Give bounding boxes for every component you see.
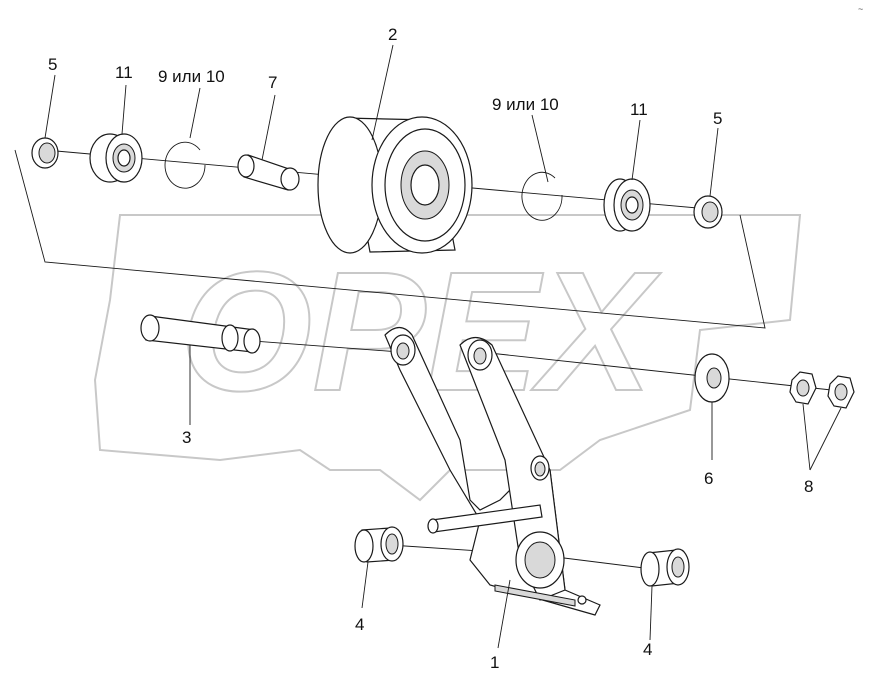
lower-axis-line [479,351,851,393]
corner-mark: ~ [858,4,863,14]
part-5-left-seal [31,137,59,169]
part-11-right-bearing [603,178,651,232]
callout-6: 6 [704,469,713,488]
part-8-nuts [789,371,855,409]
callout-8: 8 [804,477,813,496]
callout-11-right: 11 [630,100,648,119]
part-9-10-left-snap-ring [164,141,206,189]
pin-axis-line [239,339,401,353]
callout-3: 3 [182,428,191,447]
part-11-left-bearing [89,133,143,183]
callout-9-10-right: 9 или 10 [492,95,559,114]
callout-11-left: 11 [115,63,133,82]
part-9-10-right-snap-ring [521,171,563,221]
callout-5-left: 5 [48,55,57,74]
part-3-pin [140,314,261,354]
callout-4-left: 4 [355,615,364,634]
callout-2: 2 [388,25,397,44]
part-1-bracket-arm [384,326,601,616]
part-5-right-seal [693,195,723,229]
callout-4-right: 4 [643,640,652,659]
part-4-left-bushing [354,526,404,563]
callout-labels: 5 11 9 или 10 7 2 9 или 10 11 5 3 6 8 4 … [48,25,813,672]
part-4-right-bushing [640,548,690,587]
callout-7: 7 [268,73,277,92]
callout-9-10-left: 9 или 10 [158,67,225,86]
watermark-gear-outline [93,214,802,502]
part-6-washer [694,353,730,403]
leader-lines [44,44,842,649]
part-2-pulley-roller [317,116,473,254]
part-7-spacer-sleeve [237,154,300,191]
callout-5-right: 5 [713,109,722,128]
callout-1: 1 [490,653,499,672]
left-bracket-line [14,149,766,329]
